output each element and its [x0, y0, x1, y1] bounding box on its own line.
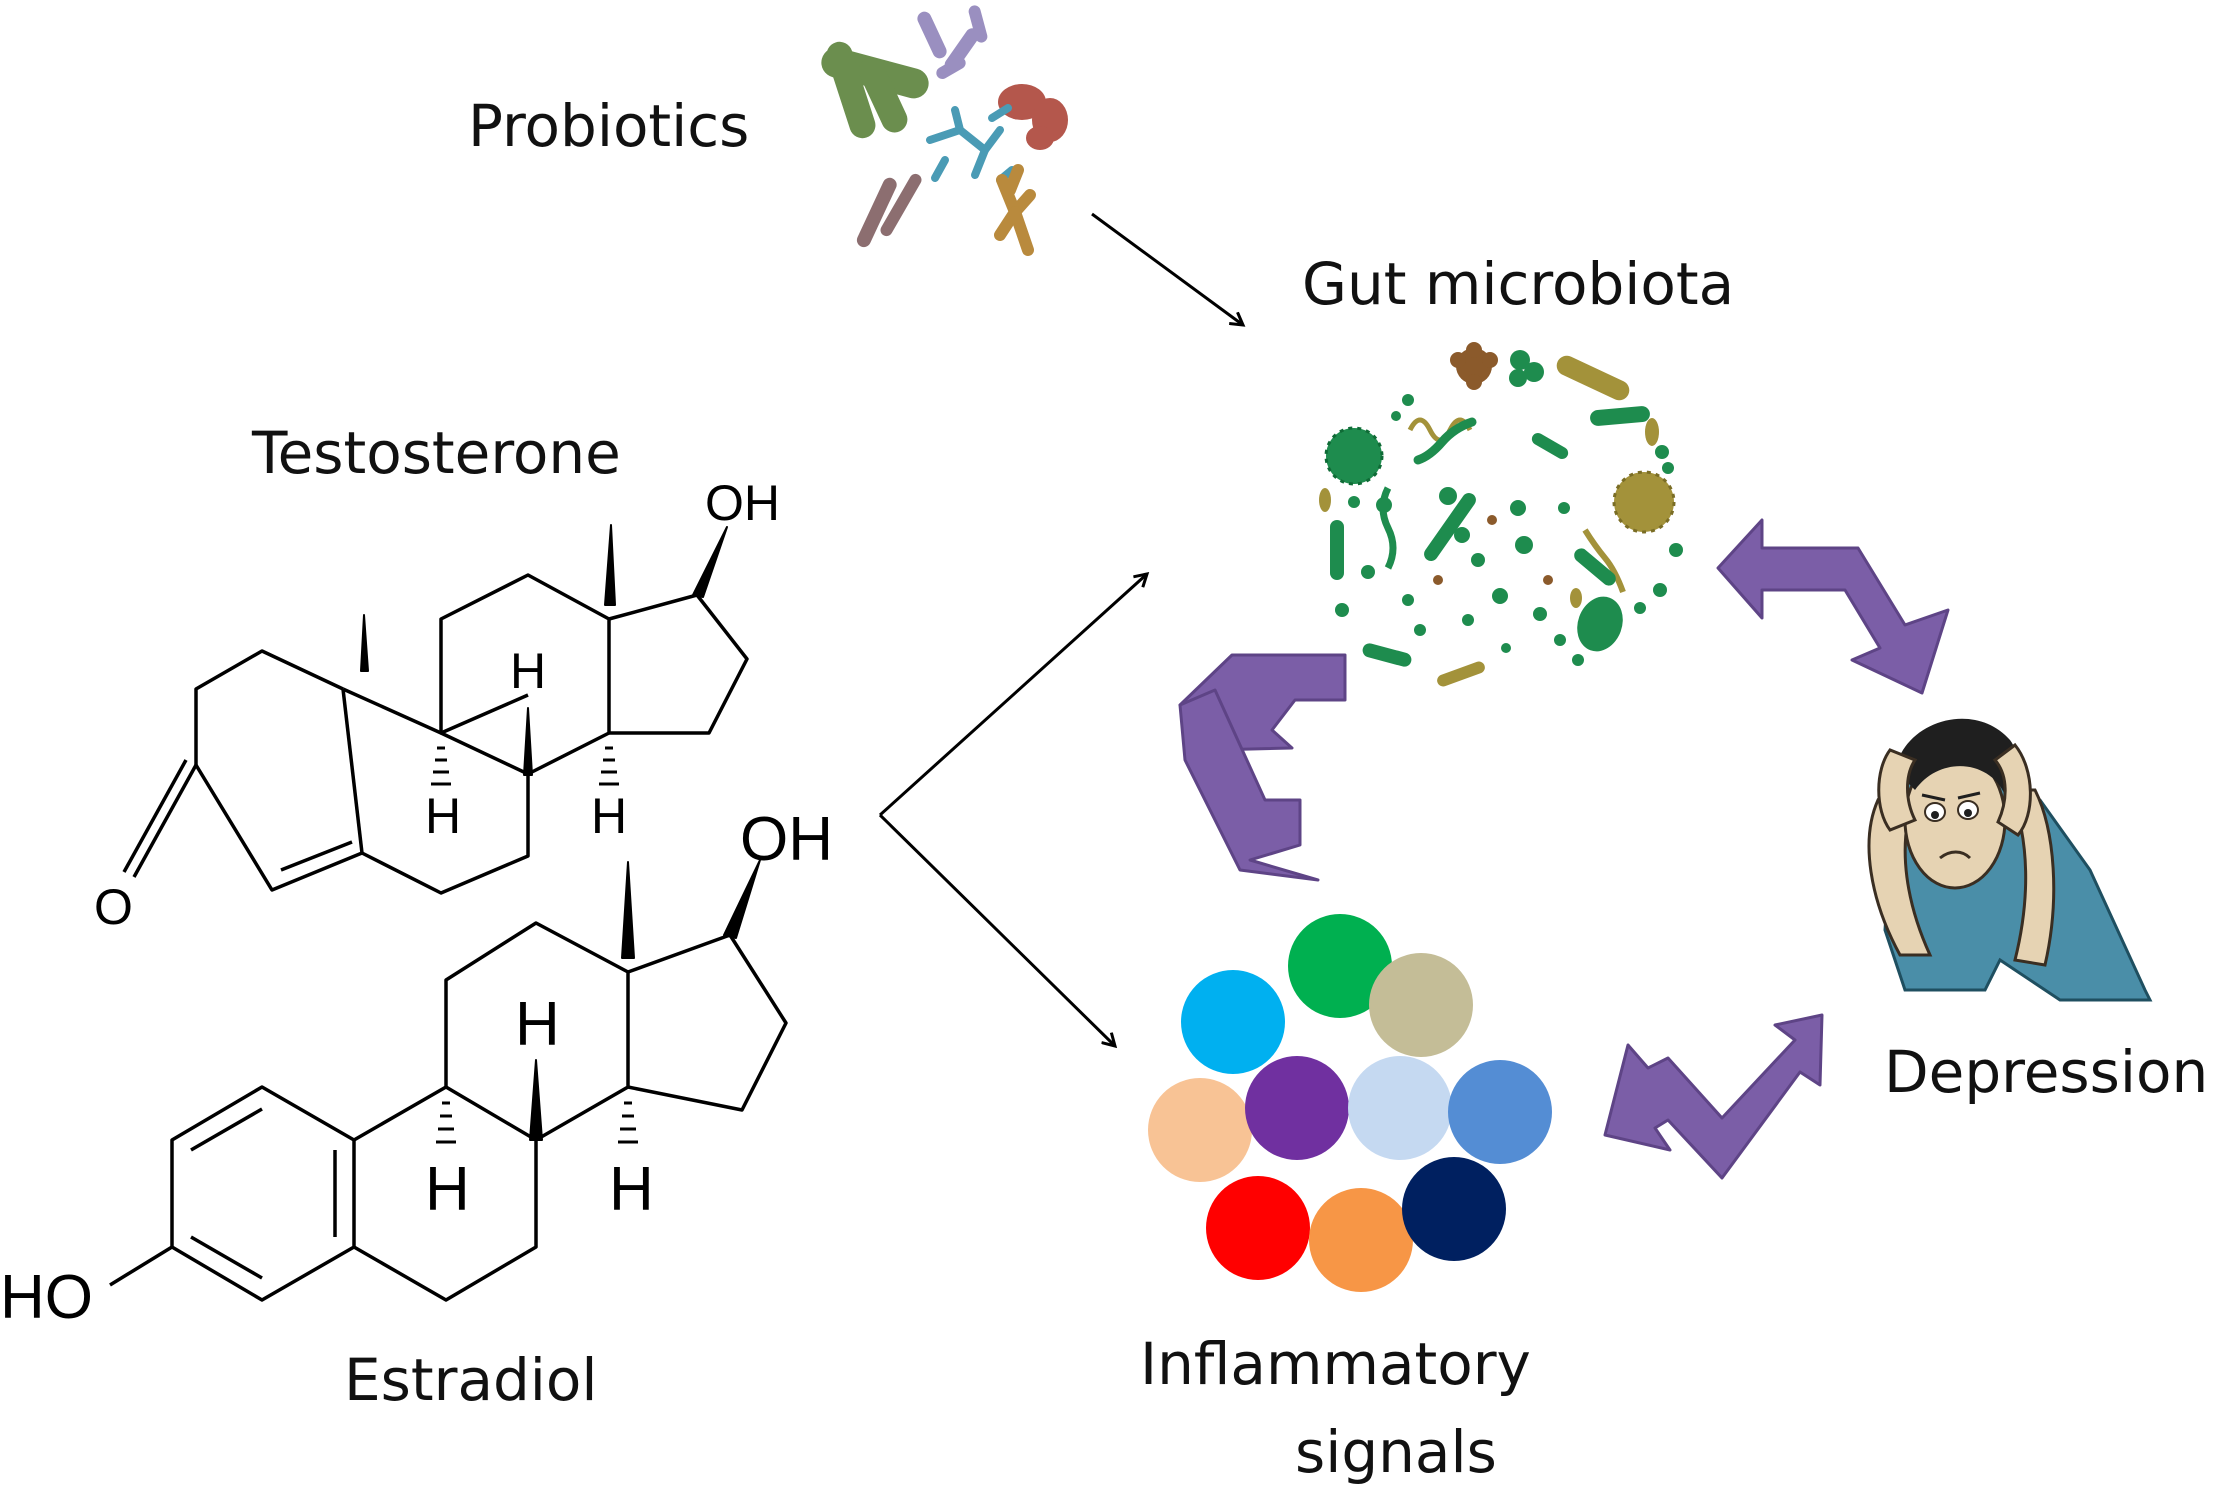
estradiol-structure: [109, 859, 788, 1302]
inflammatory-label-line1: Inflammatory: [1140, 1330, 1531, 1398]
probiotic-lilac-rod-icon: [917, 5, 988, 79]
testosterone-h-right-label: H: [591, 788, 627, 844]
probiotic-red-blob-icon: [998, 84, 1068, 150]
inflammatory-signal-dot: [1148, 1078, 1252, 1182]
estradiol-ho-label: HO: [0, 1263, 93, 1332]
estradiol-label: Estradiol: [344, 1346, 598, 1414]
testosterone-h-upper-label: H: [510, 643, 546, 699]
probiotic-green-rod-icon: [821, 41, 929, 139]
inflammatory-signals-cluster: [1148, 914, 1552, 1292]
inflammatory-signal-dot: [1181, 970, 1285, 1074]
probiotics-cluster-icon: [821, 5, 1068, 256]
probiotics-label: Probiotics: [468, 92, 749, 160]
inflammatory-signal-dot: [1245, 1056, 1349, 1160]
estradiol-h-upper-label: H: [515, 990, 560, 1059]
inflammatory-label-line2: signals: [1295, 1418, 1497, 1486]
estradiol-h-left-label: H: [425, 1155, 470, 1224]
testosterone-h-left-label: H: [425, 788, 461, 844]
inflammatory-signal-dot: [1402, 1157, 1506, 1261]
inflammatory-signal-dot: [1288, 914, 1392, 1018]
depression-label: Depression: [1884, 1038, 2208, 1106]
testosterone-structure: [122, 524, 749, 895]
inflammatory-signal-dot: [1206, 1176, 1310, 1280]
inflammatory-signal-dot: [1348, 1056, 1452, 1160]
testosterone-oh-label: OH: [705, 475, 780, 531]
gut-microbiota-label: Gut microbiota: [1302, 250, 1734, 318]
estradiol-oh-label: OH: [740, 805, 833, 874]
estradiol-h-right-label: H: [609, 1155, 654, 1224]
testosterone-o-label: O: [94, 879, 133, 935]
gut-inflammatory-bidirectional-arrow: [1178, 653, 1347, 882]
inflammatory-depression-bidirectional-arrow: [1603, 1013, 1824, 1180]
gut-microbiota-cluster-icon: [1319, 342, 1683, 687]
hormones-to-gut-arrow: [878, 574, 1147, 817]
probiotics-to-gut-arrow: [1091, 212, 1243, 325]
depressed-person-icon: [1867, 718, 2153, 1002]
inflammatory-signal-dot: [1369, 953, 1473, 1057]
hormones-to-inflammatory-arrow: [878, 813, 1115, 1046]
gut-depression-bidirectional-arrow: [1716, 518, 1950, 695]
probiotic-mauve-rod-icon: [856, 173, 922, 248]
inflammatory-signal-dot: [1309, 1188, 1413, 1292]
inflammatory-signal-dot: [1448, 1060, 1552, 1164]
testosterone-label: Testosterone: [251, 419, 621, 487]
probiotic-tan-branch-icon: [994, 164, 1036, 256]
probiotic-teal-branch-icon: [926, 104, 1016, 184]
